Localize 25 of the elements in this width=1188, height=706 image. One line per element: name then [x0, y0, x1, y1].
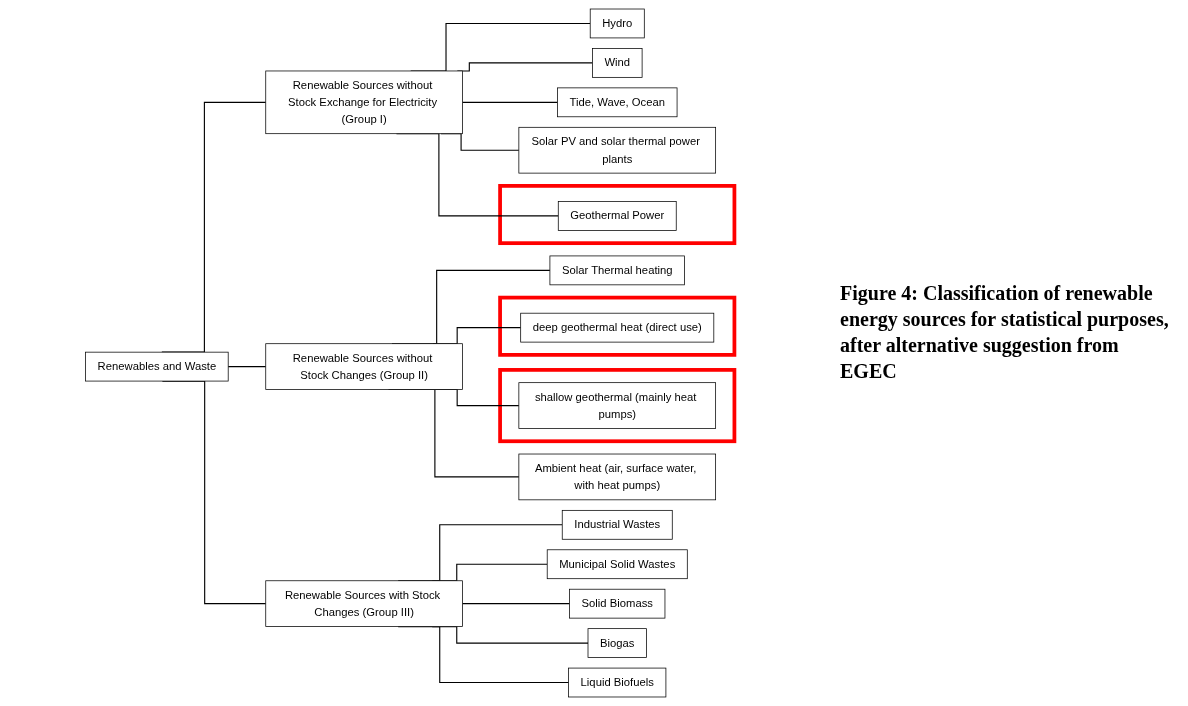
node-box: Renewables and Waste [85, 351, 229, 382]
node-box: Biogas [587, 628, 647, 658]
node-box: Industrial Wastes [561, 509, 673, 540]
node-box: Liquid Biofuels [568, 667, 667, 698]
connector [227, 366, 267, 368]
node-box: Renewable Sources with Stock Changes (Group III) [265, 580, 463, 627]
node-box: Solar Thermal heating [549, 255, 685, 286]
node-box: Hydro [589, 8, 645, 39]
node-box: Municipal Solid Wastes [546, 549, 688, 580]
node-box: deep geothermal heat (direct use) [520, 312, 715, 343]
node-box: Wind [592, 48, 643, 78]
connector [461, 101, 558, 103]
node-box: shallow geothermal (mainly heat pumps) [518, 382, 716, 429]
node-box: Renewable Sources without Stock Changes (Group II) [265, 343, 463, 390]
node-box: Ambient heat (air, surface water, with heat pumps) [518, 453, 716, 501]
node-box: Solid Biomass [569, 588, 666, 619]
node-box: Solar PV and solar thermal power plants [518, 126, 716, 174]
connector [461, 603, 571, 605]
node-box: Tide, Wave, Ocean [557, 87, 678, 118]
figure-caption: Figure 4: Classification of renewable energy sources for statistical purposes, after alternative suggestion from EGEC [840, 281, 1170, 384]
node-box: Geothermal Power [557, 201, 677, 231]
cluster [498, 368, 737, 444]
node-box: Renewable Sources without Stock Exchange for Electricity (Group I) [265, 70, 463, 135]
cluster [498, 295, 737, 357]
cluster [498, 184, 737, 246]
